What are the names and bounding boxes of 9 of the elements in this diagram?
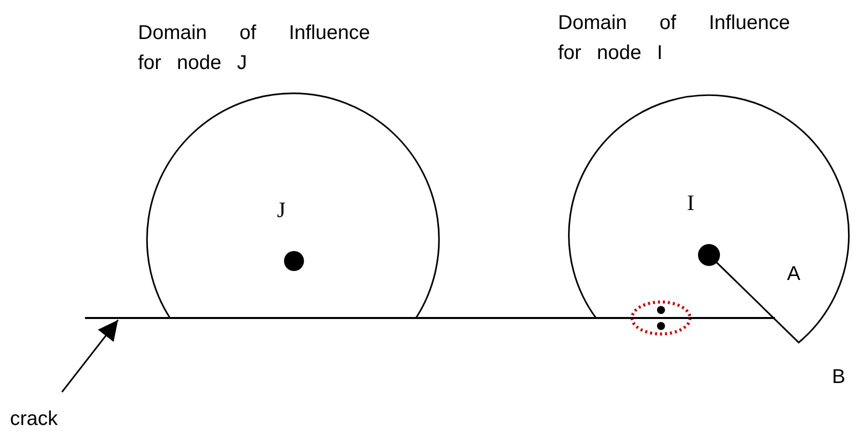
point-label: B [832, 366, 846, 388]
node-label: Domain of Influence for node J [138, 21, 370, 76]
node-label: Domain of Influence for node I [558, 11, 790, 66]
point-label: A [787, 263, 800, 285]
node-label: I [687, 191, 694, 215]
crack-line [85, 317, 775, 319]
node-label: J [277, 198, 286, 222]
crack-label: crack [10, 406, 80, 432]
leader-arrow [61, 320, 119, 392]
